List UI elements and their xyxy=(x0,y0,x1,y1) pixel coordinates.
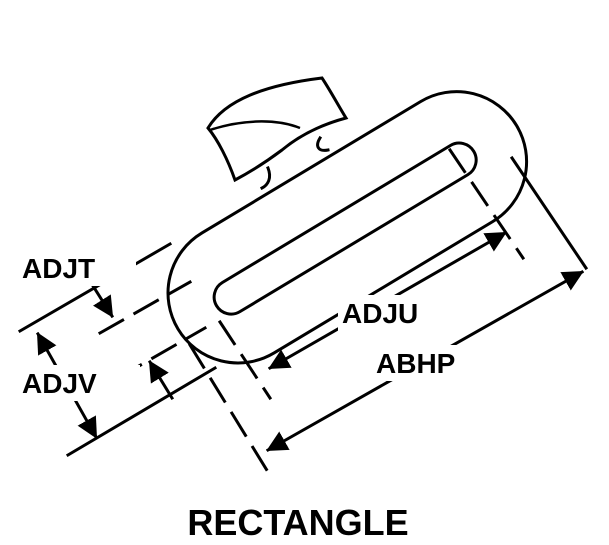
extension-line xyxy=(65,365,218,458)
inner-slot-outline xyxy=(212,141,478,316)
label-adjv: ADJV xyxy=(22,368,97,399)
label-adjt: ADJT xyxy=(22,253,95,284)
shape-caption: RECTANGLE xyxy=(187,502,408,543)
outer-loop-outline xyxy=(166,90,529,365)
label-abhp: ABHP xyxy=(376,348,455,379)
dimension-lines xyxy=(17,147,589,475)
extension-line xyxy=(509,155,589,271)
extension-line xyxy=(97,279,193,336)
thumb-tab xyxy=(206,76,349,183)
extension-line xyxy=(217,319,273,401)
hanger-part xyxy=(166,76,529,365)
extension-line xyxy=(187,342,271,475)
label-adju: ADJU xyxy=(342,298,418,329)
adjt-lower-arrow xyxy=(147,359,175,401)
dimension-labels: ADJT ADJV ADJU ABHP xyxy=(18,250,478,401)
tab-neck xyxy=(259,135,330,191)
extension-line xyxy=(447,147,526,261)
